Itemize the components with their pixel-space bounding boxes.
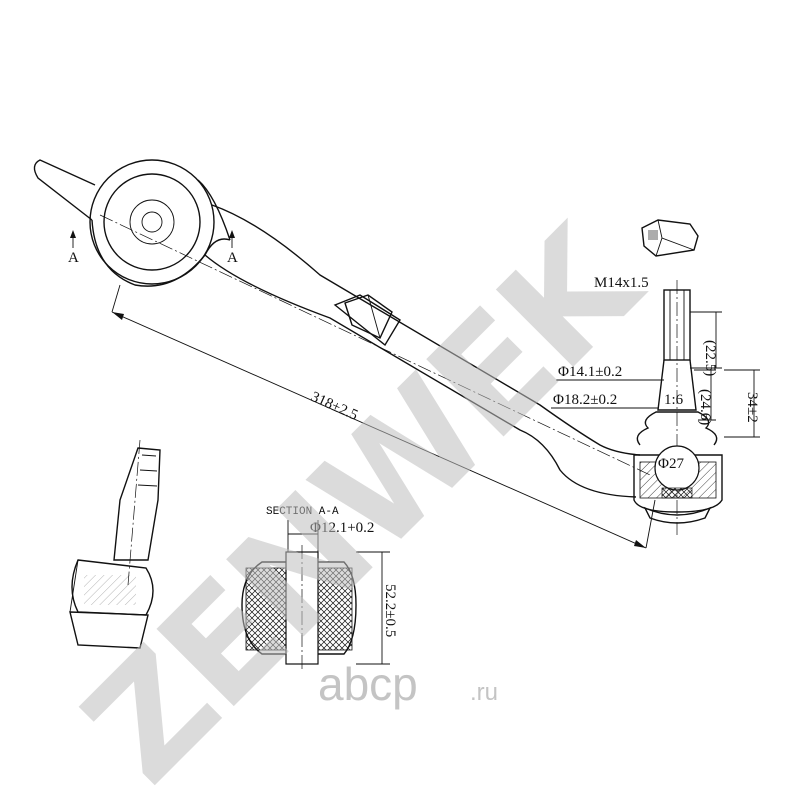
- taper-length-label: (24.6): [697, 389, 713, 425]
- taper-diameter-label: Φ18.2±0.2: [553, 392, 617, 408]
- section-arrow-right: A: [227, 230, 238, 266]
- castle-nut-icon: [641, 219, 699, 257]
- arm-nut-block: [333, 294, 401, 347]
- bushing-height-label: 52.2±0.5: [382, 584, 398, 637]
- thread-length-label: (22.5): [702, 340, 718, 376]
- site-watermark-text: abcp: [318, 658, 418, 710]
- taper-ratio-label: 1:6: [664, 392, 684, 408]
- ball-diameter-label: Φ27: [658, 456, 684, 472]
- section-marker-right: A: [227, 250, 238, 266]
- thread-label: M14x1.5: [594, 275, 649, 291]
- section-arrow-left: A: [68, 230, 79, 266]
- ball-joint-side-view: [69, 439, 161, 649]
- ball-joint: M14x1.5 (22.5) Φ14.1±0.2 Φ18.2±0.2 1:6 (…: [551, 219, 760, 535]
- site-watermark-tld: .ru: [470, 679, 498, 706]
- stud-height-label: 34±2: [744, 392, 760, 423]
- shank-diameter-label: Φ14.1±0.2: [558, 364, 622, 380]
- bushing-bore-label: Φ12.1+0.2: [310, 520, 374, 536]
- section-marker-left: A: [68, 250, 79, 266]
- section-a-a: SECTION A-A Φ12.1+0.2 52.2±0.5: [241, 506, 398, 670]
- section-title: SECTION A-A: [266, 506, 339, 518]
- control-arm: A A: [33, 159, 651, 498]
- site-watermark: abcp .ru: [318, 658, 498, 710]
